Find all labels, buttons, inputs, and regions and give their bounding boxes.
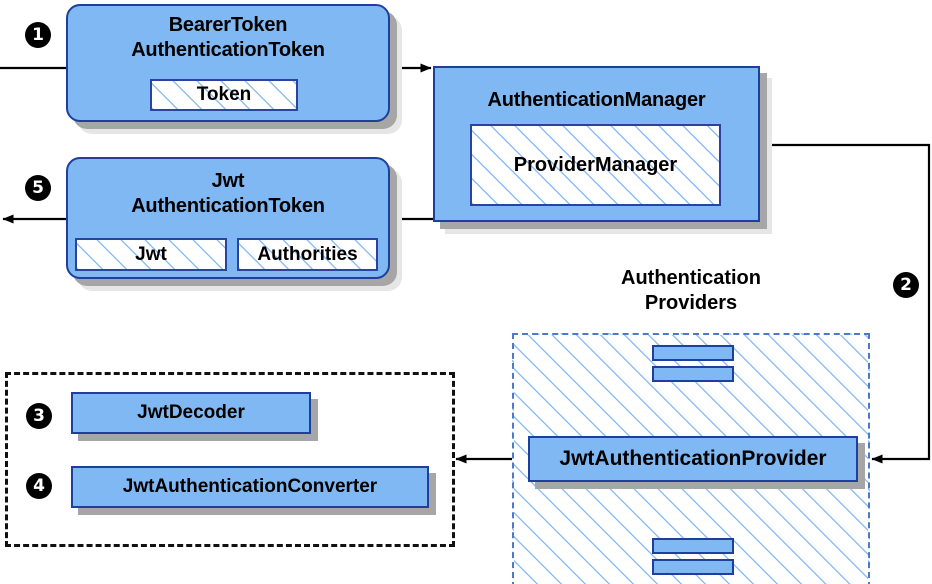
jwt-authentication-converter-label: JwtAuthenticationConverter <box>122 476 378 497</box>
token-field: Token <box>150 79 298 111</box>
jwt-decoder-label: JwtDecoder <box>137 402 245 423</box>
step-marker-3: 3 <box>26 403 52 429</box>
jwt-field: Jwt <box>75 238 227 271</box>
provider-stack-bar-bottom-2 <box>652 559 734 575</box>
step-marker-1: 1 <box>25 22 51 48</box>
step-marker-5: 5 <box>25 175 51 201</box>
jwt-decoder-node[interactable]: JwtDecoder <box>71 392 311 434</box>
providers-caption-line1: Authentication <box>621 267 761 289</box>
provider-stack-bar-top-2 <box>652 366 734 382</box>
bearer-token-title-line2: AuthenticationToken <box>131 39 325 61</box>
provider-stack-bar-top-1 <box>652 345 734 361</box>
jwt-token-title-line2: AuthenticationToken <box>131 195 325 217</box>
authorities-field: Authorities <box>237 238 378 271</box>
jwt-authentication-provider-label: JwtAuthenticationProvider <box>559 447 827 470</box>
jwt-authentication-provider-node[interactable]: JwtAuthenticationProvider <box>528 436 858 482</box>
bearer-token-title: BearerToken AuthenticationToken <box>131 13 325 63</box>
jwt-authentication-converter-node[interactable]: JwtAuthenticationConverter <box>71 466 429 508</box>
authentication-manager-title: AuthenticationManager <box>487 89 706 111</box>
provider-stack-bar-bottom-1 <box>652 538 734 554</box>
step-marker-4: 4 <box>26 473 52 499</box>
jwt-token-title-line1: Jwt <box>211 170 245 192</box>
jwt-token-title: Jwt AuthenticationToken <box>131 169 325 219</box>
provider-manager-field: ProviderManager <box>470 124 721 206</box>
authentication-providers-caption: Authentication Providers <box>512 266 870 316</box>
step-marker-2: 2 <box>893 272 919 298</box>
providers-caption-line2: Providers <box>644 292 738 314</box>
bearer-token-title-line1: BearerToken <box>168 14 288 36</box>
